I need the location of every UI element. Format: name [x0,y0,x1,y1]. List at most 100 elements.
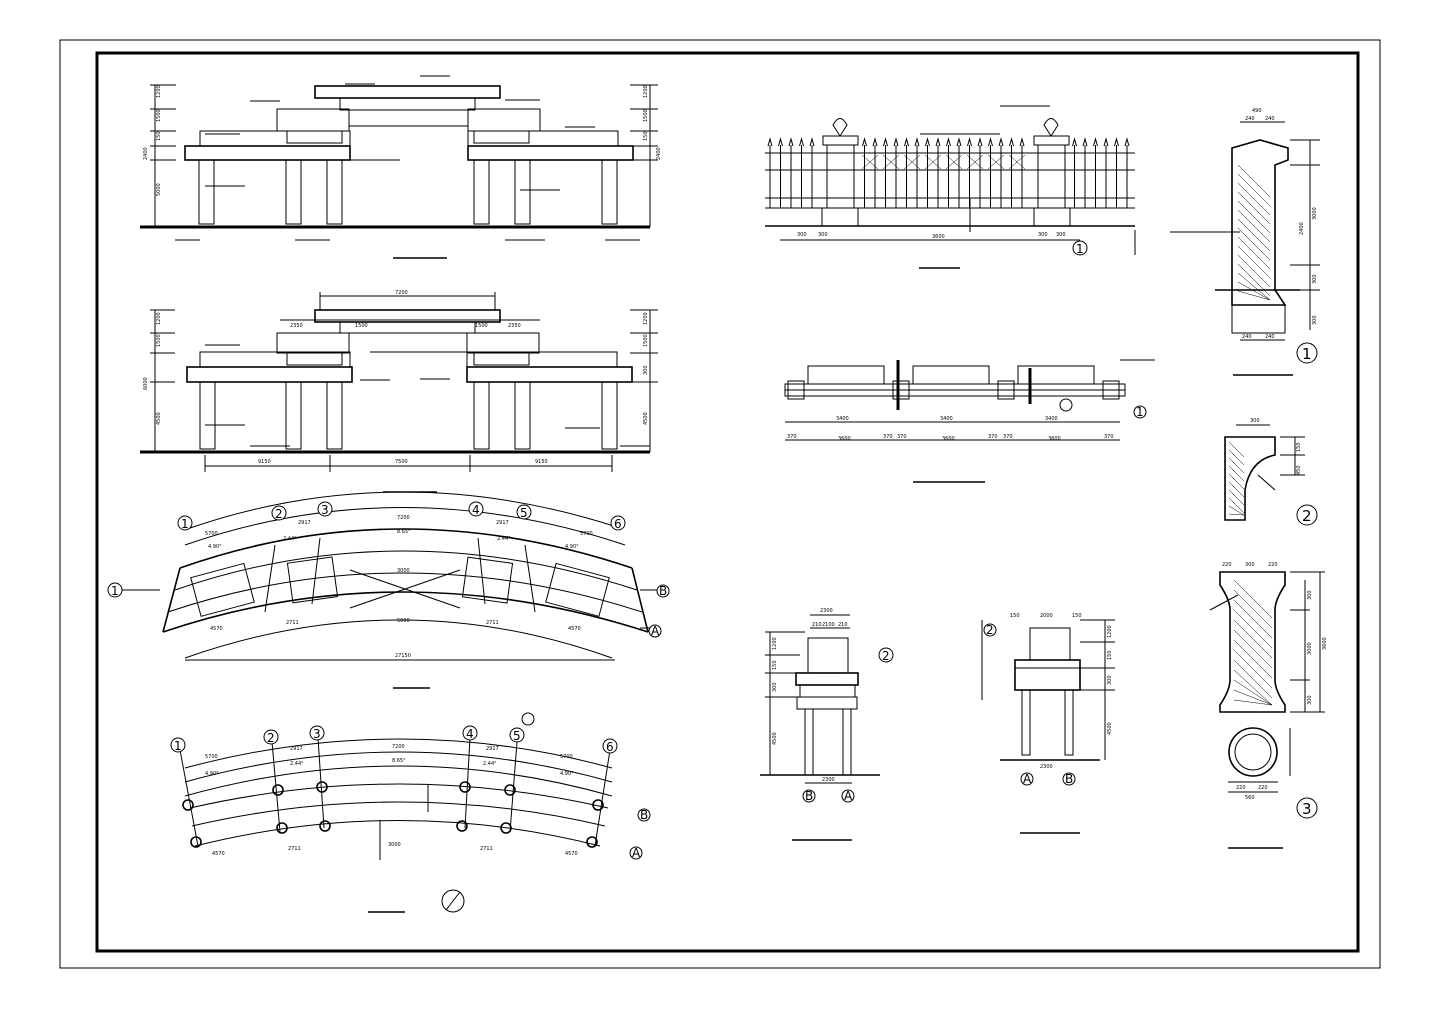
dim-label: 300 [1250,418,1260,424]
angle-label: 4.90° [208,544,222,550]
detail-label-3: 3 [1302,800,1312,818]
dim-label: 9150 [535,459,548,465]
hatch-line [1228,497,1245,514]
hatch-line [1233,629,1273,669]
fence-cross [987,154,1005,170]
axis-bubble-3: 3 [313,727,321,741]
sheet-frame [59,39,1381,969]
dim-label: 370 [1104,434,1114,440]
front-elevation-2 [140,292,658,493]
axis-bubble-a: A [632,846,641,860]
spear-head-icon [956,137,962,147]
hatch-line [1228,465,1245,482]
dim-label: 3000 [388,842,401,848]
axis-bubble-4: 4 [472,503,480,517]
axis-bubble-b: B [805,789,813,803]
spear-head-icon [799,137,804,147]
spear-head-icon [1009,137,1014,147]
angle-label: 4.90° [560,771,574,777]
dim-label: 1200 [1107,625,1113,638]
dim-label: 210 [812,622,822,628]
dim-label: 2711 [286,620,299,626]
dim-label: 2000 [1040,613,1053,619]
front-elevation-1 [140,75,658,259]
hatch-line [1233,589,1273,629]
dim-label: 300 [1307,695,1313,705]
detail2-hatch [1228,441,1245,516]
dim-label: 210 [838,622,848,628]
dim-label: 2917 [496,520,509,526]
axis-bubble-5: 5 [520,506,528,520]
dim-label: 27150 [395,653,411,659]
detail-2-cornice-profile [1224,424,1305,521]
axis-bubble-a: A [844,789,853,803]
spear-head-icon [998,137,1004,147]
plan2-columns [182,781,604,848]
detail-2-labels: 300 150 450 [1250,418,1302,475]
dim-label: 150 [1072,613,1082,619]
dim-label: 150 [1010,613,1020,619]
fence-elev-dim-labels: 300 300 3600 300 300 [797,232,1066,240]
axis-bubble-2: 2 [267,731,275,745]
dim-label: 2711 [486,620,499,626]
spear-head-icon [1082,137,1088,147]
angle-label: 2.44° [497,536,511,542]
spear-head-icon [767,137,773,147]
axis-bubble-3: 3 [321,503,329,517]
spear-head-icon [935,137,941,147]
dim-label: 1500 [643,334,649,347]
detail-3-labels: 220 300 220 300 3000 300 3600 220 220 56… [1222,562,1328,801]
dim-label: 4570 [210,626,223,632]
spear-head-icon [778,137,783,147]
column-marker [456,820,468,832]
hatch-line [1228,513,1245,516]
hatch-line [1237,290,1271,301]
hatch-line [1237,254,1271,288]
fence-bars [767,137,1130,208]
axis-bubble-b: B [1065,772,1073,786]
axis-bubble-6: 6 [606,740,614,754]
hatch-line [1233,619,1273,659]
axis-bubble-5: 5 [513,729,521,743]
column-marker [272,784,284,796]
dim-label: 150 [1296,442,1302,452]
fence-cross [966,154,984,170]
plan-view-columns [179,737,613,913]
hatch-line [1237,200,1271,234]
side-section-ab [981,619,1115,834]
hatch-line [1228,473,1245,490]
dim-label: 2350 [508,323,521,329]
column-marker [500,822,512,834]
column-marker [276,822,288,834]
dim-label: 4500 [156,412,162,425]
dim-label: 2917 [298,520,311,526]
hatch-line [1237,281,1271,301]
angle-label: 8.65° [397,529,411,535]
dim-label: 220 [1236,785,1246,791]
axis-bubble-2: 2 [275,507,283,521]
hatch-line [1237,236,1271,270]
hatch-line [1233,699,1273,706]
hatch-line [1237,173,1271,207]
detail-marker-1: 1 [1076,242,1084,256]
angle-label: 2.44° [283,536,297,542]
detail-label-1: 1 [1302,345,1312,363]
axis-bubble-b: B [640,808,648,822]
dim-label: 300 [1312,274,1318,284]
dim-label: 220 [1258,785,1268,791]
dim-label: 300 [1056,232,1066,238]
dim-label: 2350 [290,323,303,329]
north-arrow-icon [441,889,465,913]
spear-head-icon [988,137,993,147]
dim-label: 1500 [156,109,162,122]
plan1-dim-labels: 5700 2917 7200 2917 5700 4.90° 2.44° 8.6… [205,515,593,659]
dim-label: 300 [797,232,807,238]
dim-label: 3600 [838,436,851,442]
hatch-line [1233,599,1273,639]
dim-label: 3400 [940,416,953,422]
spear-head-icon [967,137,972,147]
spear-head-icon [946,137,951,147]
hatch-line [1233,669,1273,706]
dim-label: 300 [1307,590,1313,600]
